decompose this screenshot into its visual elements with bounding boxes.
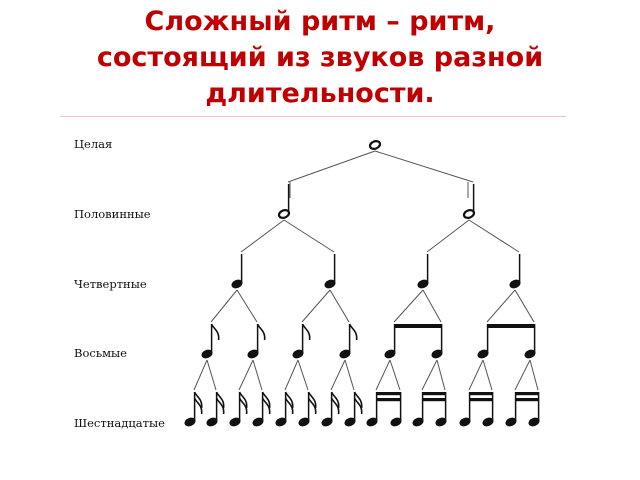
connector-l3-6-right xyxy=(482,359,493,391)
label-half: Половинные xyxy=(74,207,151,221)
connector-l3-6-left xyxy=(468,359,484,391)
connector-l3-4-left xyxy=(375,359,391,391)
connector-l3-4-right xyxy=(389,359,401,391)
sixteenth-flag-2 xyxy=(353,397,363,415)
connector-l3-0-left xyxy=(193,359,208,391)
connector-l3-3-left xyxy=(330,359,346,391)
sixteenth-beam-2 xyxy=(469,398,493,402)
eighth-flag xyxy=(210,323,220,341)
whole-note xyxy=(368,140,382,150)
connector-l1-1-right xyxy=(468,219,520,253)
connector-l3-2-left xyxy=(284,359,299,391)
connector-l2-0-right xyxy=(236,289,258,323)
sixteenth-flag xyxy=(193,391,203,409)
connector-l3-1-right xyxy=(252,359,263,391)
sixteenth-beam-2 xyxy=(422,398,446,402)
connector-l2-2-left xyxy=(393,289,424,323)
connector-l3-7-right xyxy=(529,359,539,391)
eighth-beam xyxy=(487,324,535,328)
sixteenth-beam xyxy=(469,392,493,396)
sixteenth-flag-2 xyxy=(261,397,271,415)
label-eighth: Восьмые xyxy=(74,346,127,360)
sixteenth-beam xyxy=(422,392,446,396)
sixteenth-flag xyxy=(307,391,317,409)
connector-l3-2-right xyxy=(297,359,309,391)
sixteenth-flag xyxy=(215,391,225,409)
connector-l3-7-left xyxy=(514,359,531,391)
sixteenth-flag xyxy=(261,391,271,409)
sixteenth-flag-2 xyxy=(215,397,225,415)
title-divider xyxy=(60,116,566,117)
sixteenth-flag xyxy=(353,391,363,409)
connector-l2-0-left xyxy=(210,289,238,323)
connector-l1-0-right xyxy=(283,219,335,253)
eighth-flag xyxy=(256,323,266,341)
connector-l0-0-left xyxy=(287,150,376,183)
sixteenth-flag-2 xyxy=(284,397,294,415)
slide-title: Сложный ритм – ритм, состоящий из звуков… xyxy=(20,4,620,112)
eighth-flag xyxy=(301,323,311,341)
sixteenth-beam xyxy=(515,392,539,396)
sixteenth-flag-2 xyxy=(238,397,248,415)
connector-l1-1-left xyxy=(426,219,470,253)
sixteenth-beam xyxy=(376,392,401,396)
connector-l3-5-right xyxy=(436,359,446,391)
connector-l3-1-left xyxy=(238,359,254,391)
title-line-3: длительности. xyxy=(205,78,435,109)
label-whole: Целая xyxy=(74,137,113,151)
connector-l3-3-right xyxy=(344,359,355,391)
connector-l3-0-right xyxy=(206,359,217,391)
sixteenth-beam-2 xyxy=(376,398,401,402)
connector-l3-5-left xyxy=(421,359,438,391)
connector-l0-0-right xyxy=(374,150,474,183)
connector-l2-1-left xyxy=(301,289,331,323)
connector-l1-0-left xyxy=(240,219,285,253)
sixteenth-flag-2 xyxy=(193,397,203,415)
label-quarter: Четвертные xyxy=(74,277,147,291)
eighth-flag xyxy=(348,323,358,341)
sixteenth-flag xyxy=(330,391,340,409)
sixteenth-flag-2 xyxy=(330,397,340,415)
sixteenth-beam-2 xyxy=(515,398,539,402)
title-line-2: состоящий из звуков разной xyxy=(96,42,544,73)
sixteenth-flag xyxy=(284,391,294,409)
eighth-beam xyxy=(394,324,442,328)
connector-l2-3-left xyxy=(486,289,516,323)
connector-l2-3-right xyxy=(514,289,535,323)
title-line-1: Сложный ритм – ритм, xyxy=(144,6,496,37)
connector-l2-2-right xyxy=(422,289,442,323)
connector-l2-1-right xyxy=(329,289,350,323)
label-sixteenth: Шестнадцатые xyxy=(74,416,165,430)
sixteenth-flag-2 xyxy=(307,397,317,415)
sixteenth-flag xyxy=(238,391,248,409)
